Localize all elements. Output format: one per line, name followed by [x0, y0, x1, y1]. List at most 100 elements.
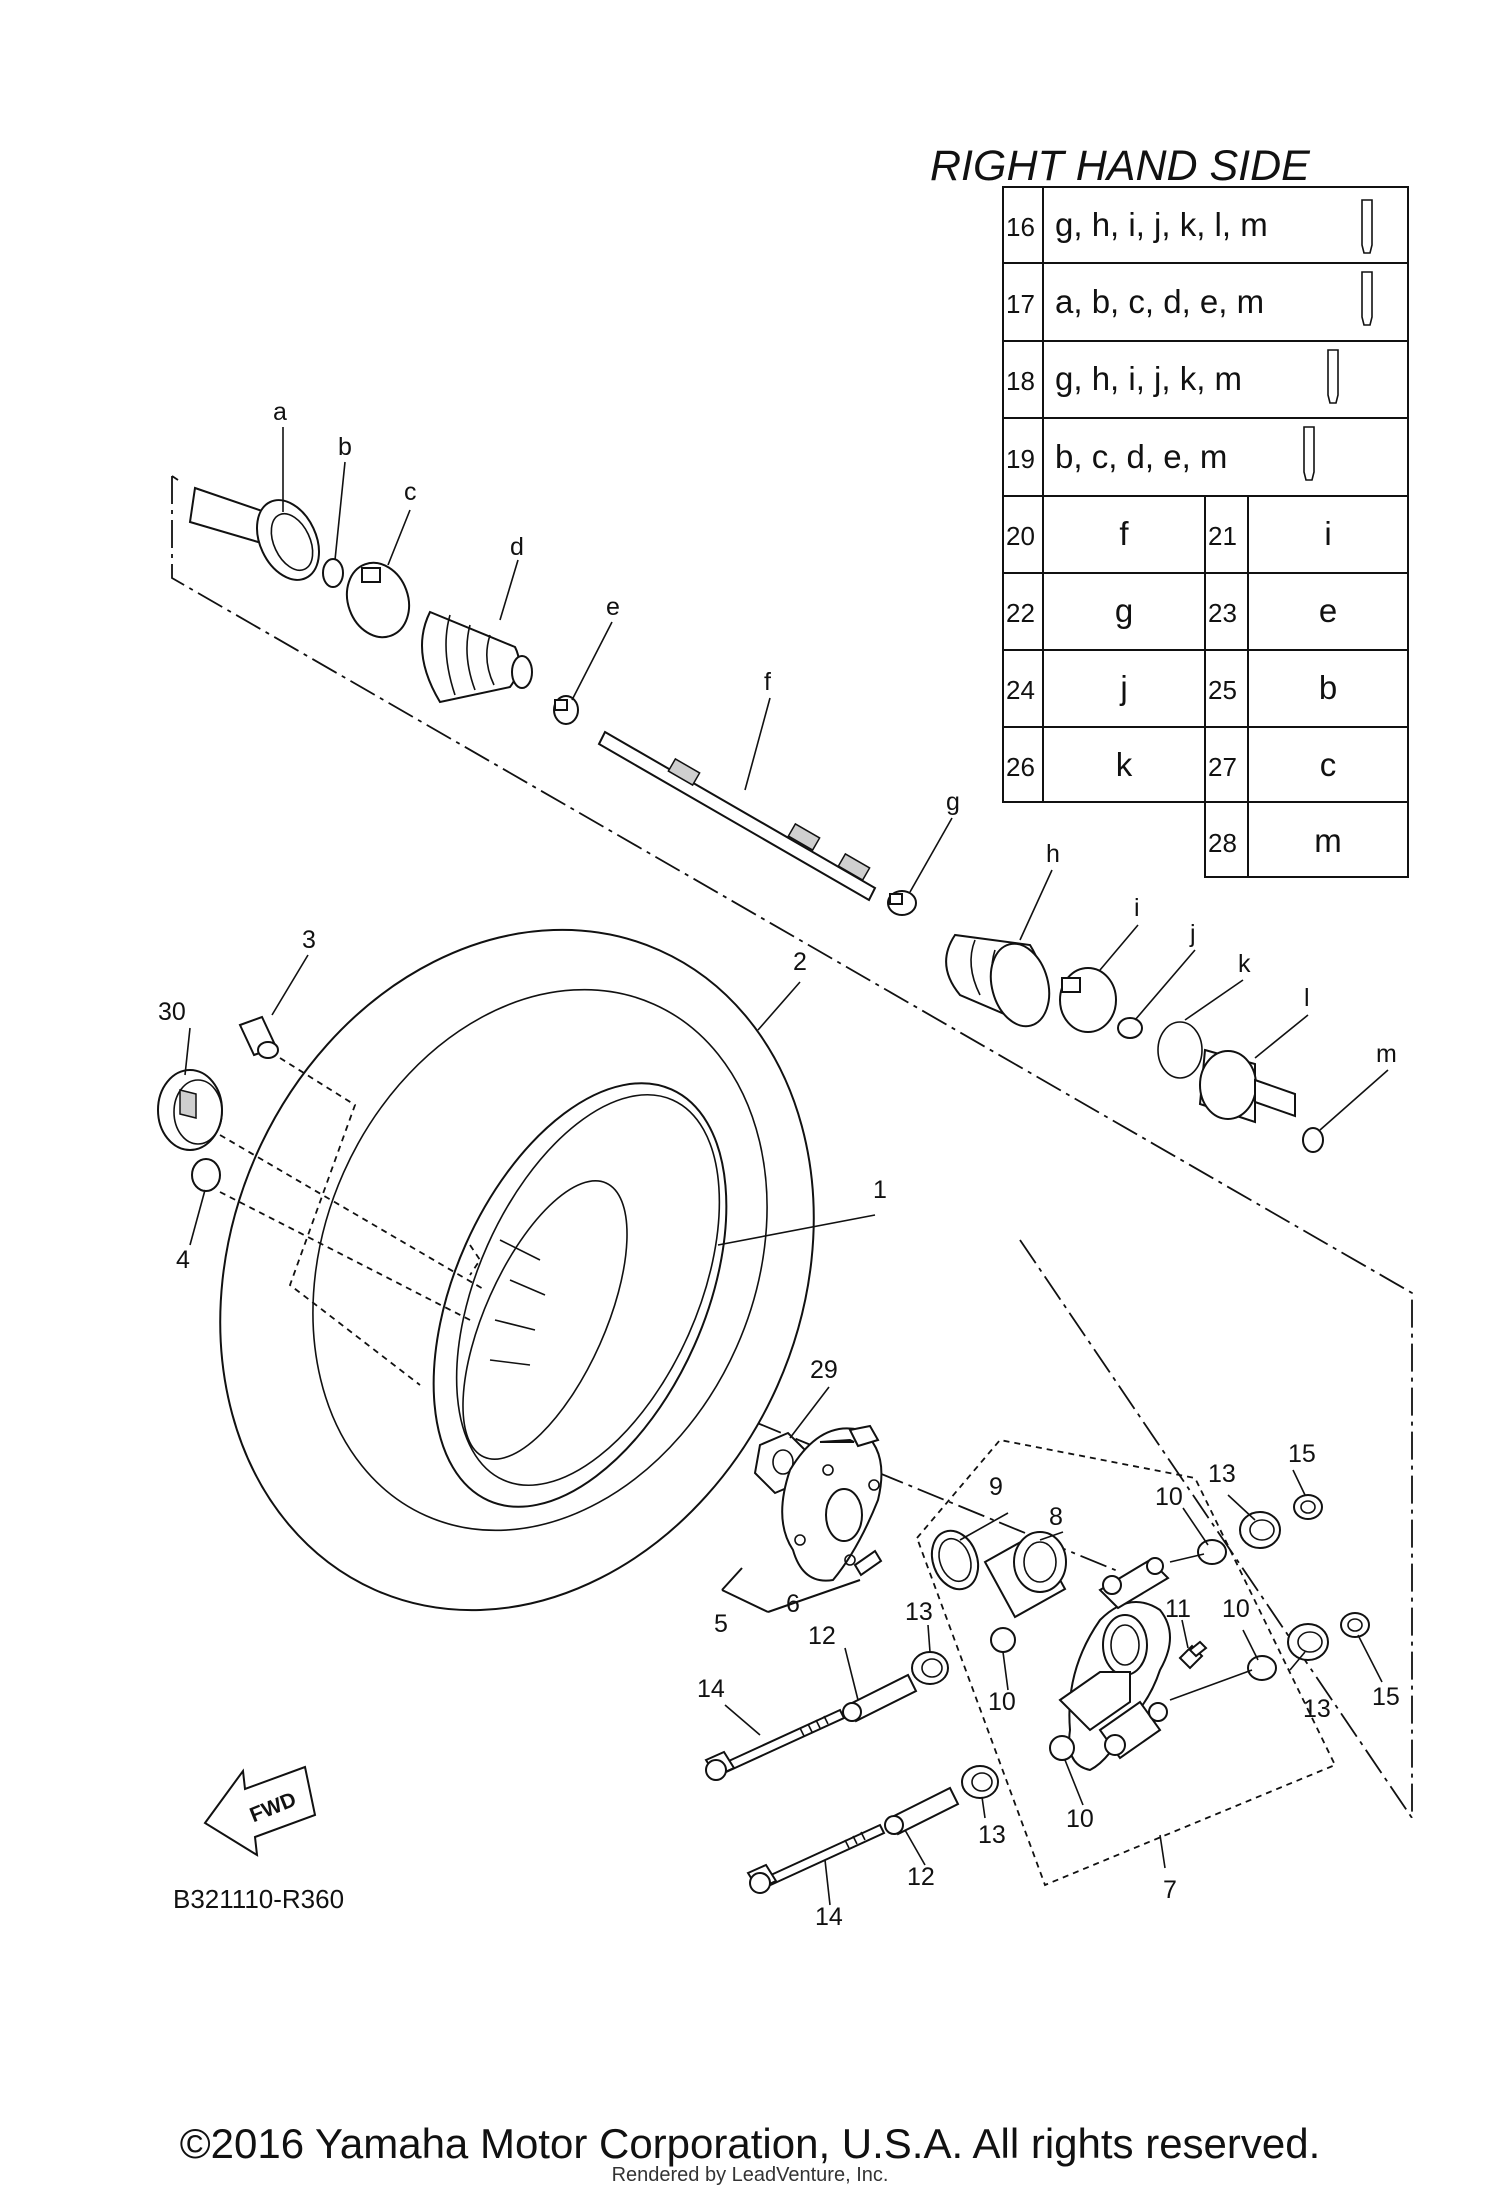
part-15-collar-a	[1293, 1494, 1323, 1520]
label-j: j	[1189, 920, 1196, 948]
part-f-shaft	[597, 730, 877, 902]
part-6-bolt	[819, 1424, 880, 1448]
part-1-wheel	[432, 1082, 728, 1508]
part-14-bolt-a	[704, 1708, 846, 1781]
label-12-a: 12	[808, 1622, 836, 1650]
label-e: e	[606, 593, 620, 621]
label-13-a: 13	[1208, 1460, 1236, 1488]
label-m: m	[1376, 1040, 1397, 1068]
part-15-collar-b	[1340, 1612, 1370, 1638]
kit-table-parts-16: g, h, i, j, k, l, m	[1055, 206, 1268, 243]
part-13-bushing-c	[911, 1651, 949, 1685]
label-12-b: 12	[907, 1863, 935, 1891]
label-8: 8	[1049, 1503, 1063, 1531]
label-5: 5	[714, 1610, 728, 1638]
kit-table-num-26: 26	[1006, 752, 1035, 782]
part-14-bolt-b	[746, 1823, 886, 1894]
label-c: c	[404, 478, 417, 506]
kit-table-letter-26: k	[1116, 746, 1133, 783]
part-12-collar-a	[842, 1673, 918, 1723]
rendered-by-notice: Rendered by LeadVenture, Inc.	[611, 2164, 889, 2186]
label-11: 11	[1165, 1595, 1191, 1623]
label-b: b	[338, 433, 352, 461]
copyright-notice: ©2016 Yamaha Motor Corporation, U.S.A. A…	[179, 2120, 1321, 2167]
part-g-band	[887, 890, 917, 916]
part-13-bushing-d	[961, 1765, 999, 1799]
kit-table-parts-17: a, b, c, d, e, m	[1055, 283, 1264, 320]
label-2: 2	[793, 948, 807, 976]
kit-table-letter-22: g	[1115, 592, 1133, 629]
part-a-outer-joint	[188, 486, 320, 581]
kit-table-num-28: 28	[1208, 828, 1237, 858]
label-f: f	[764, 668, 771, 696]
label-d: d	[510, 533, 524, 561]
part-m-circlip	[1302, 1127, 1324, 1153]
label-3: 3	[302, 926, 316, 954]
part-8-bearing	[983, 1531, 1067, 1619]
kit-table-num-19: 19	[1006, 444, 1035, 474]
kit-table-num-20: 20	[1006, 521, 1035, 551]
kit-table-letter-27: c	[1320, 746, 1337, 783]
kit-table-letter-20: f	[1119, 515, 1129, 552]
part-10-bushing-d	[1049, 1735, 1075, 1761]
part-d-boot	[421, 610, 533, 704]
kit-table-num-25: 25	[1208, 675, 1237, 705]
kit-table-letter-25: b	[1319, 669, 1337, 706]
part-30-center-cap	[157, 1069, 223, 1151]
label-10-a: 10	[1155, 1483, 1183, 1511]
label-l: l	[1304, 984, 1310, 1012]
kit-table-num-27: 27	[1208, 752, 1237, 782]
kit-table	[1002, 186, 1409, 878]
part-13-bushing-b	[1287, 1623, 1329, 1661]
part-10-bushing-a	[1197, 1539, 1227, 1565]
part-5-hub	[781, 1427, 883, 1582]
part-11-grease-nipple	[1178, 1640, 1208, 1670]
label-h: h	[1046, 840, 1060, 868]
label-14-a: 14	[697, 1675, 725, 1703]
kit-table-num-18: 18	[1006, 366, 1035, 396]
label-10-b: 10	[988, 1688, 1016, 1716]
part-10-bushing-c	[1247, 1655, 1277, 1681]
kit-table-parts-19: b, c, d, e, m	[1055, 438, 1227, 475]
label-a: a	[273, 398, 287, 426]
kit-table-num-17: 17	[1006, 289, 1035, 319]
axle-centerline	[171, 476, 1413, 1818]
label-13-d: 13	[978, 1821, 1006, 1849]
label-14-b: 14	[815, 1903, 843, 1931]
kit-table-num-16: 16	[1006, 212, 1035, 242]
diagram-title: RIGHT HAND SIDE	[930, 142, 1311, 190]
label-15-a: 15	[1288, 1440, 1316, 1468]
part-12-collar-b	[884, 1786, 960, 1836]
kit-table-letter-28: m	[1314, 822, 1342, 859]
label-10-d: 10	[1066, 1805, 1094, 1833]
part-c-band	[345, 561, 411, 639]
part-h-boot	[945, 933, 1051, 1028]
kit-table-letter-23: e	[1319, 592, 1337, 629]
part-10-bushing-b	[990, 1627, 1016, 1653]
label-k: k	[1238, 950, 1251, 978]
part-b-circlip	[322, 558, 344, 588]
part-13-bushing-a	[1239, 1511, 1281, 1549]
kit-table-num-23: 23	[1208, 598, 1237, 628]
label-30: 30	[158, 998, 186, 1026]
part-e-band	[553, 695, 579, 725]
leader-lines	[184, 427, 1389, 1906]
part-i-band	[1059, 967, 1117, 1033]
label-7: 7	[1163, 1876, 1177, 1904]
part-9-circlip	[930, 1529, 980, 1591]
kit-table-num-24: 24	[1006, 675, 1035, 705]
part-k-oring	[1157, 1021, 1203, 1079]
label-1: 1	[873, 1176, 887, 1204]
part-3-valve	[238, 1015, 279, 1059]
kit-table-letter-21: i	[1324, 515, 1331, 552]
label-15-b: 15	[1372, 1683, 1400, 1711]
fwd-arrow: FWD	[203, 1765, 317, 1857]
label-9: 9	[989, 1473, 1003, 1501]
diagram-code: B321110-R360	[173, 1884, 344, 1914]
label-29: 29	[810, 1356, 838, 1384]
kit-table-num-22: 22	[1006, 598, 1035, 628]
label-6: 6	[786, 1590, 800, 1618]
part-4-nut	[191, 1158, 221, 1192]
part-7-knuckle	[1058, 1557, 1171, 1772]
